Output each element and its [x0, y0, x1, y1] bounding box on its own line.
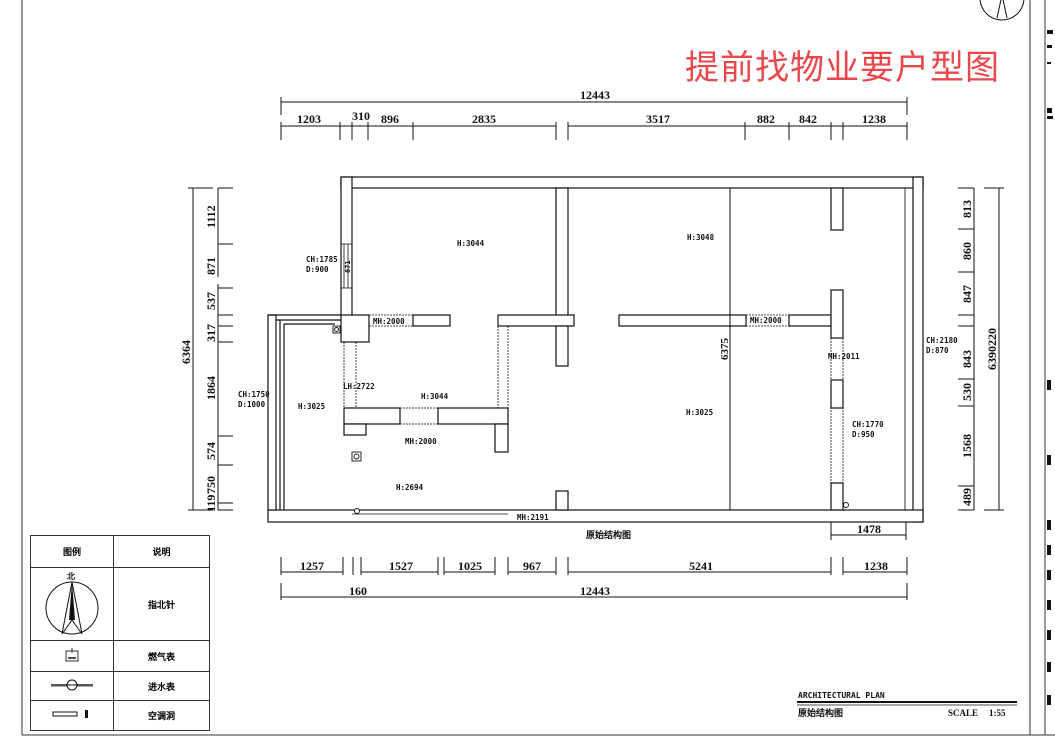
title-block-lines	[797, 701, 1017, 706]
dim-right-total: 6390220	[985, 328, 999, 370]
legend-row: 北 指北针	[30, 567, 210, 641]
title-block-cn: 原始结构图	[798, 707, 843, 719]
legend-label: 指北针	[113, 567, 210, 641]
left-dimension-lines	[188, 187, 233, 511]
window-depth-label: D:870	[926, 346, 949, 355]
room-height-label: H:3048	[687, 233, 715, 242]
dim-bottom-seg: 1238	[864, 559, 888, 573]
water-meter-icon	[354, 508, 360, 514]
dim-left-seg: 1112	[204, 205, 218, 228]
door-height-label: MH:2000	[405, 437, 437, 446]
dim-top-seg: 1203	[297, 112, 321, 126]
window-height-label: CH:1785	[306, 255, 338, 264]
window-height-label: CH:1770	[852, 420, 884, 429]
dim-top-seg: 2835	[472, 112, 496, 126]
legend-table: 图例 说明 北 指北针 燃气表	[30, 535, 210, 731]
window-depth-label: D:950	[852, 430, 875, 439]
door-height-label: MH:2000	[750, 316, 782, 325]
scale-value: 1:55	[989, 708, 1006, 718]
fixtures	[332, 325, 849, 514]
room-height-label: H:3025	[298, 402, 325, 411]
dim-right-seg: 847	[960, 285, 974, 303]
dim-right-bottom-width: 1478	[857, 522, 881, 536]
gas-meter-icon	[65, 647, 79, 661]
walls	[267, 176, 924, 523]
dim-bottom-total: 12443	[580, 584, 610, 598]
dim-left-seg: 871	[204, 257, 218, 275]
dim-top-seg: 882	[757, 112, 775, 126]
water-meter-icon	[51, 679, 93, 690]
legend-label: 进水表	[113, 671, 210, 701]
door-height-label: MH:2000	[373, 317, 405, 326]
legend-header-symbol: 图例	[30, 535, 114, 568]
ac-hole-icon	[52, 710, 88, 718]
dim-window-small: 871	[344, 260, 352, 273]
dim-top-total: 12443	[580, 88, 610, 102]
room-height-label: H:3044	[421, 392, 449, 401]
legend-header-desc: 说明	[113, 535, 210, 568]
dim-right-seg: 530	[960, 383, 974, 401]
north-arrow-icon: 北	[45, 571, 99, 634]
top-dimension-lines	[280, 97, 908, 140]
dim-right-seg: 1568	[960, 434, 974, 458]
dim-right-seg: 860	[960, 242, 974, 260]
dim-top-seg: 310	[352, 109, 370, 123]
dim-left-seg: 119	[204, 495, 218, 512]
dim-left-seg: 1864	[204, 376, 218, 400]
dim-top-seg: 3517	[646, 112, 670, 126]
red-note-title: 提前找物业要户型图	[685, 48, 1000, 88]
room-height-label: H:2694	[396, 483, 424, 492]
dim-bottom-seg: 1257	[300, 559, 324, 573]
dim-bottom-seg: 5241	[689, 559, 713, 573]
window-height-label: CH:1750	[238, 390, 270, 399]
door-height-label: MH:2011	[828, 352, 860, 361]
right-dimension-lines	[958, 187, 1004, 511]
title-block-en: ARCHITECTURAL PLAN	[798, 691, 885, 700]
dim-inner-vertical: 6375	[719, 338, 731, 361]
door-height-label: MH:2191	[517, 513, 549, 522]
plan-caption: 原始结构图	[586, 529, 631, 541]
north-arrow-icon-top	[979, 0, 1025, 21]
legend-row: 燃气表	[30, 640, 210, 672]
dim-left-seg: 537	[204, 292, 218, 310]
window-depth-label: D:1000	[238, 400, 266, 409]
dim-bottom-seg: 1025	[458, 559, 482, 573]
room-height-label: H:3025	[686, 408, 713, 417]
dim-right-seg: 843	[960, 350, 974, 368]
scale-label: SCALE	[948, 708, 978, 718]
dim-top-seg: 896	[381, 112, 399, 126]
dim-left-seg: 574	[204, 442, 218, 460]
legend-label: 燃气表	[113, 640, 210, 672]
dim-left-seg: 317	[204, 324, 218, 342]
dim-top-seg: 842	[799, 112, 817, 126]
legend-row: 进水表	[30, 671, 210, 701]
dim-bottom-seg: 1527	[389, 559, 413, 573]
dim-bottom-offset: 160	[349, 584, 367, 598]
dim-left-total: 6364	[179, 340, 193, 364]
side-title-block-marks	[1047, 30, 1053, 705]
dim-right-seg: 489	[960, 488, 974, 506]
north-char: 北	[67, 571, 75, 581]
water-meter-icon	[843, 502, 849, 508]
legend-row: 空调洞	[30, 700, 210, 731]
dim-right-seg: 813	[960, 200, 974, 218]
window-height-label: CH:2180	[926, 336, 958, 345]
bottom-dimension-lines	[280, 521, 908, 600]
beam-height-label: LH:2722	[343, 382, 375, 391]
dim-bottom-seg: 967	[523, 559, 541, 573]
legend-label: 空调洞	[113, 700, 210, 731]
dim-top-seg: 1238	[862, 112, 886, 126]
dim-left-seg: 750	[204, 476, 218, 494]
room-height-label: H:3044	[457, 239, 485, 248]
window-depth-label: D:900	[306, 265, 329, 274]
sheet-frame	[21, 0, 1055, 736]
